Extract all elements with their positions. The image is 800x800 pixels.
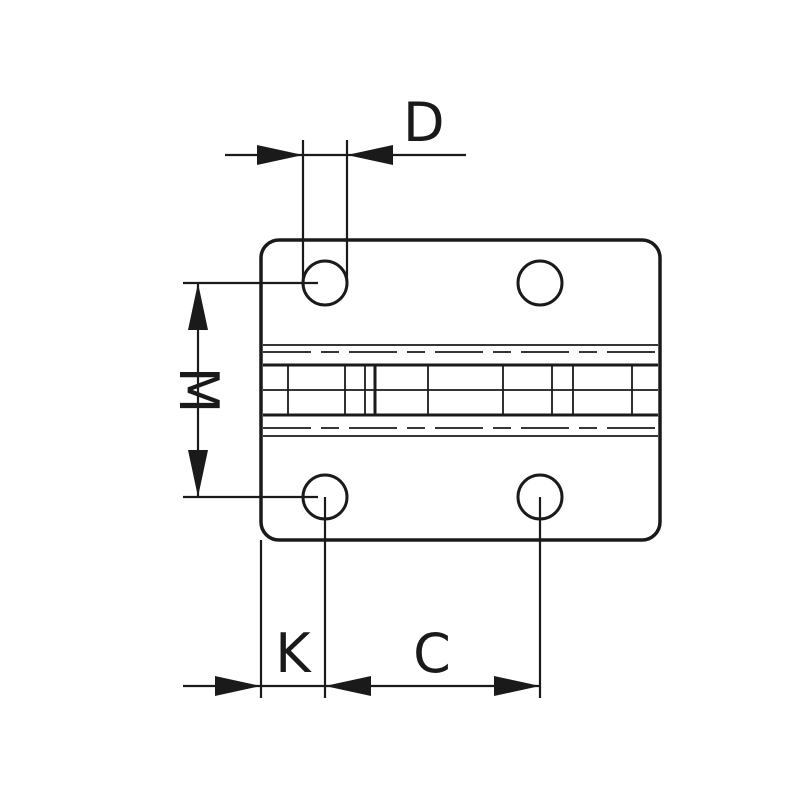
dimension-label-c: C (413, 622, 451, 685)
dimension-arrow (325, 676, 371, 696)
dimension-d: D (225, 91, 466, 283)
dimension-label-d: D (403, 91, 445, 154)
dimension-arrow (347, 145, 393, 165)
dimension-k-c: K C (183, 497, 542, 698)
dimension-m: M (167, 281, 318, 499)
dimension-label-m: M (167, 367, 230, 414)
dimension-arrow (188, 283, 208, 330)
dimension-arrow (494, 676, 540, 696)
dimension-arrow (188, 450, 208, 497)
hinge-knuckle (263, 344, 658, 437)
hinge-plate-outline (259, 238, 662, 542)
dimension-label-k: K (275, 622, 312, 685)
dimension-arrow (215, 676, 261, 696)
dimension-arrow (257, 145, 303, 165)
mounting-hole-top-right (516, 259, 564, 307)
